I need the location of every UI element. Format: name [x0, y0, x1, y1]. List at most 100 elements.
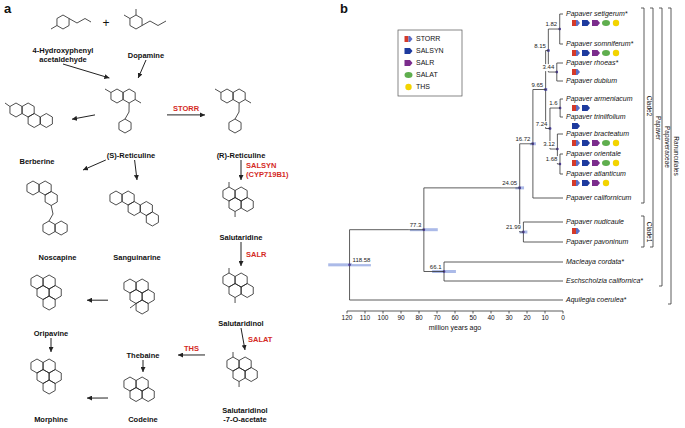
gene-icon [602, 50, 610, 56]
node-age: 7.24 [535, 121, 549, 128]
tree-branch [523, 242, 563, 243]
tree-branch [560, 174, 563, 175]
compound-node: (S)-Reticuline [95, 78, 167, 160]
reaction-arrow [241, 242, 242, 266]
compound-node: Morphine [15, 352, 87, 424]
legend-swatch [404, 71, 413, 79]
bond [239, 103, 240, 112]
age-bars [328, 28, 560, 274]
ring [119, 119, 131, 133]
compound-node: Berberine [2, 88, 72, 166]
tree-branch [349, 230, 350, 300]
tree-branch [557, 134, 563, 135]
legend-text: SALR [416, 58, 434, 67]
gene-icon [592, 160, 600, 166]
bond [229, 182, 230, 187]
ring [229, 284, 241, 298]
compound-name: Salutaridinol -7-O-acetate [219, 406, 271, 424]
gene-icon [572, 160, 580, 166]
axis-title: million years ago [429, 324, 482, 332]
ring [43, 221, 55, 235]
enzyme-label: SALSYN (CYP719B1) [246, 161, 298, 179]
reaction-arrow [178, 354, 205, 355]
tree-branch [533, 198, 563, 199]
ring [233, 368, 245, 382]
species-name: Papaver bracteatum [566, 130, 629, 138]
ring [40, 114, 52, 128]
gene-icon [572, 180, 580, 186]
bond [49, 214, 53, 221]
bond [235, 212, 236, 218]
bond [150, 21, 158, 26]
node-dot [348, 264, 351, 267]
species-name: Papaver setigerum* [566, 10, 627, 18]
bond [51, 26, 57, 30]
bond [5, 103, 10, 107]
axis-tick-label: 120 [342, 314, 353, 321]
reaction-arrow [167, 114, 205, 115]
compound-name: Sanguinarine [113, 253, 161, 262]
chemical-structure [215, 89, 251, 133]
tree-branch [350, 300, 563, 301]
ring [128, 202, 140, 216]
species-name: Papaver rhoeas* [566, 59, 618, 67]
bond [135, 100, 141, 104]
bond [85, 19, 91, 23]
chemical-structure [51, 15, 91, 29]
tree-branch [560, 117, 563, 118]
tree-branch [520, 143, 533, 144]
gene-icon [572, 140, 580, 146]
bond [235, 298, 236, 304]
gene-icon [613, 20, 619, 26]
axis-tick-label: 80 [415, 314, 422, 321]
ring [55, 221, 67, 235]
gene-icon [582, 140, 590, 146]
tree-branch [560, 154, 563, 155]
compound-name: Oripavine [34, 329, 69, 338]
legend-text: SALAT [416, 70, 438, 79]
tree-branch [550, 108, 560, 109]
compound-name: Dopamine [128, 51, 164, 60]
node-age: 1.82 [545, 21, 559, 28]
panel-letter: a [4, 2, 11, 17]
gene-icon [572, 105, 580, 111]
reaction-arrow [241, 160, 242, 180]
gene-icon [602, 20, 610, 26]
chemical-structure [31, 359, 61, 394]
clade-label: Clade2 [645, 95, 652, 116]
reaction-arrow [138, 60, 146, 78]
ring [229, 198, 241, 212]
compound-node: Oripavine [15, 268, 87, 338]
time-axis [347, 311, 563, 314]
ring [221, 89, 233, 103]
ring [123, 89, 135, 103]
node-age: 118.58 [352, 257, 372, 264]
ring [130, 388, 142, 402]
clade-label: Ranunculales [672, 136, 679, 175]
ring [130, 15, 142, 29]
axis-tick-label: 100 [378, 314, 389, 321]
ring [233, 89, 245, 103]
chemical-structure [124, 279, 154, 314]
species-name: Papaver dubium [566, 77, 617, 85]
compound-name: Morphine [34, 415, 68, 424]
axis-tick-label: 60 [451, 314, 458, 321]
species-name: Aquilegia coerulea* [566, 296, 626, 304]
compound-name: (S)-Reticuline [107, 151, 155, 160]
clade-label: Papaver [654, 115, 661, 139]
legend-item: STORR [404, 34, 440, 43]
ring [27, 181, 39, 195]
tree-branch [557, 63, 563, 64]
ring [241, 198, 253, 212]
bond [51, 206, 53, 215]
tree-branch [546, 128, 550, 129]
tree-branch [548, 29, 559, 30]
chemical-structure [27, 181, 67, 235]
compound-node: Thebaine [108, 268, 178, 360]
compound-name: 4-Hydroxyphenyl acetaldehyde [26, 46, 100, 64]
legend-box [398, 30, 462, 96]
gene-icons [572, 20, 619, 234]
ring [43, 380, 55, 394]
enzyme-label: THS [184, 344, 199, 353]
species-name: Papaver somniferum* [566, 40, 633, 48]
